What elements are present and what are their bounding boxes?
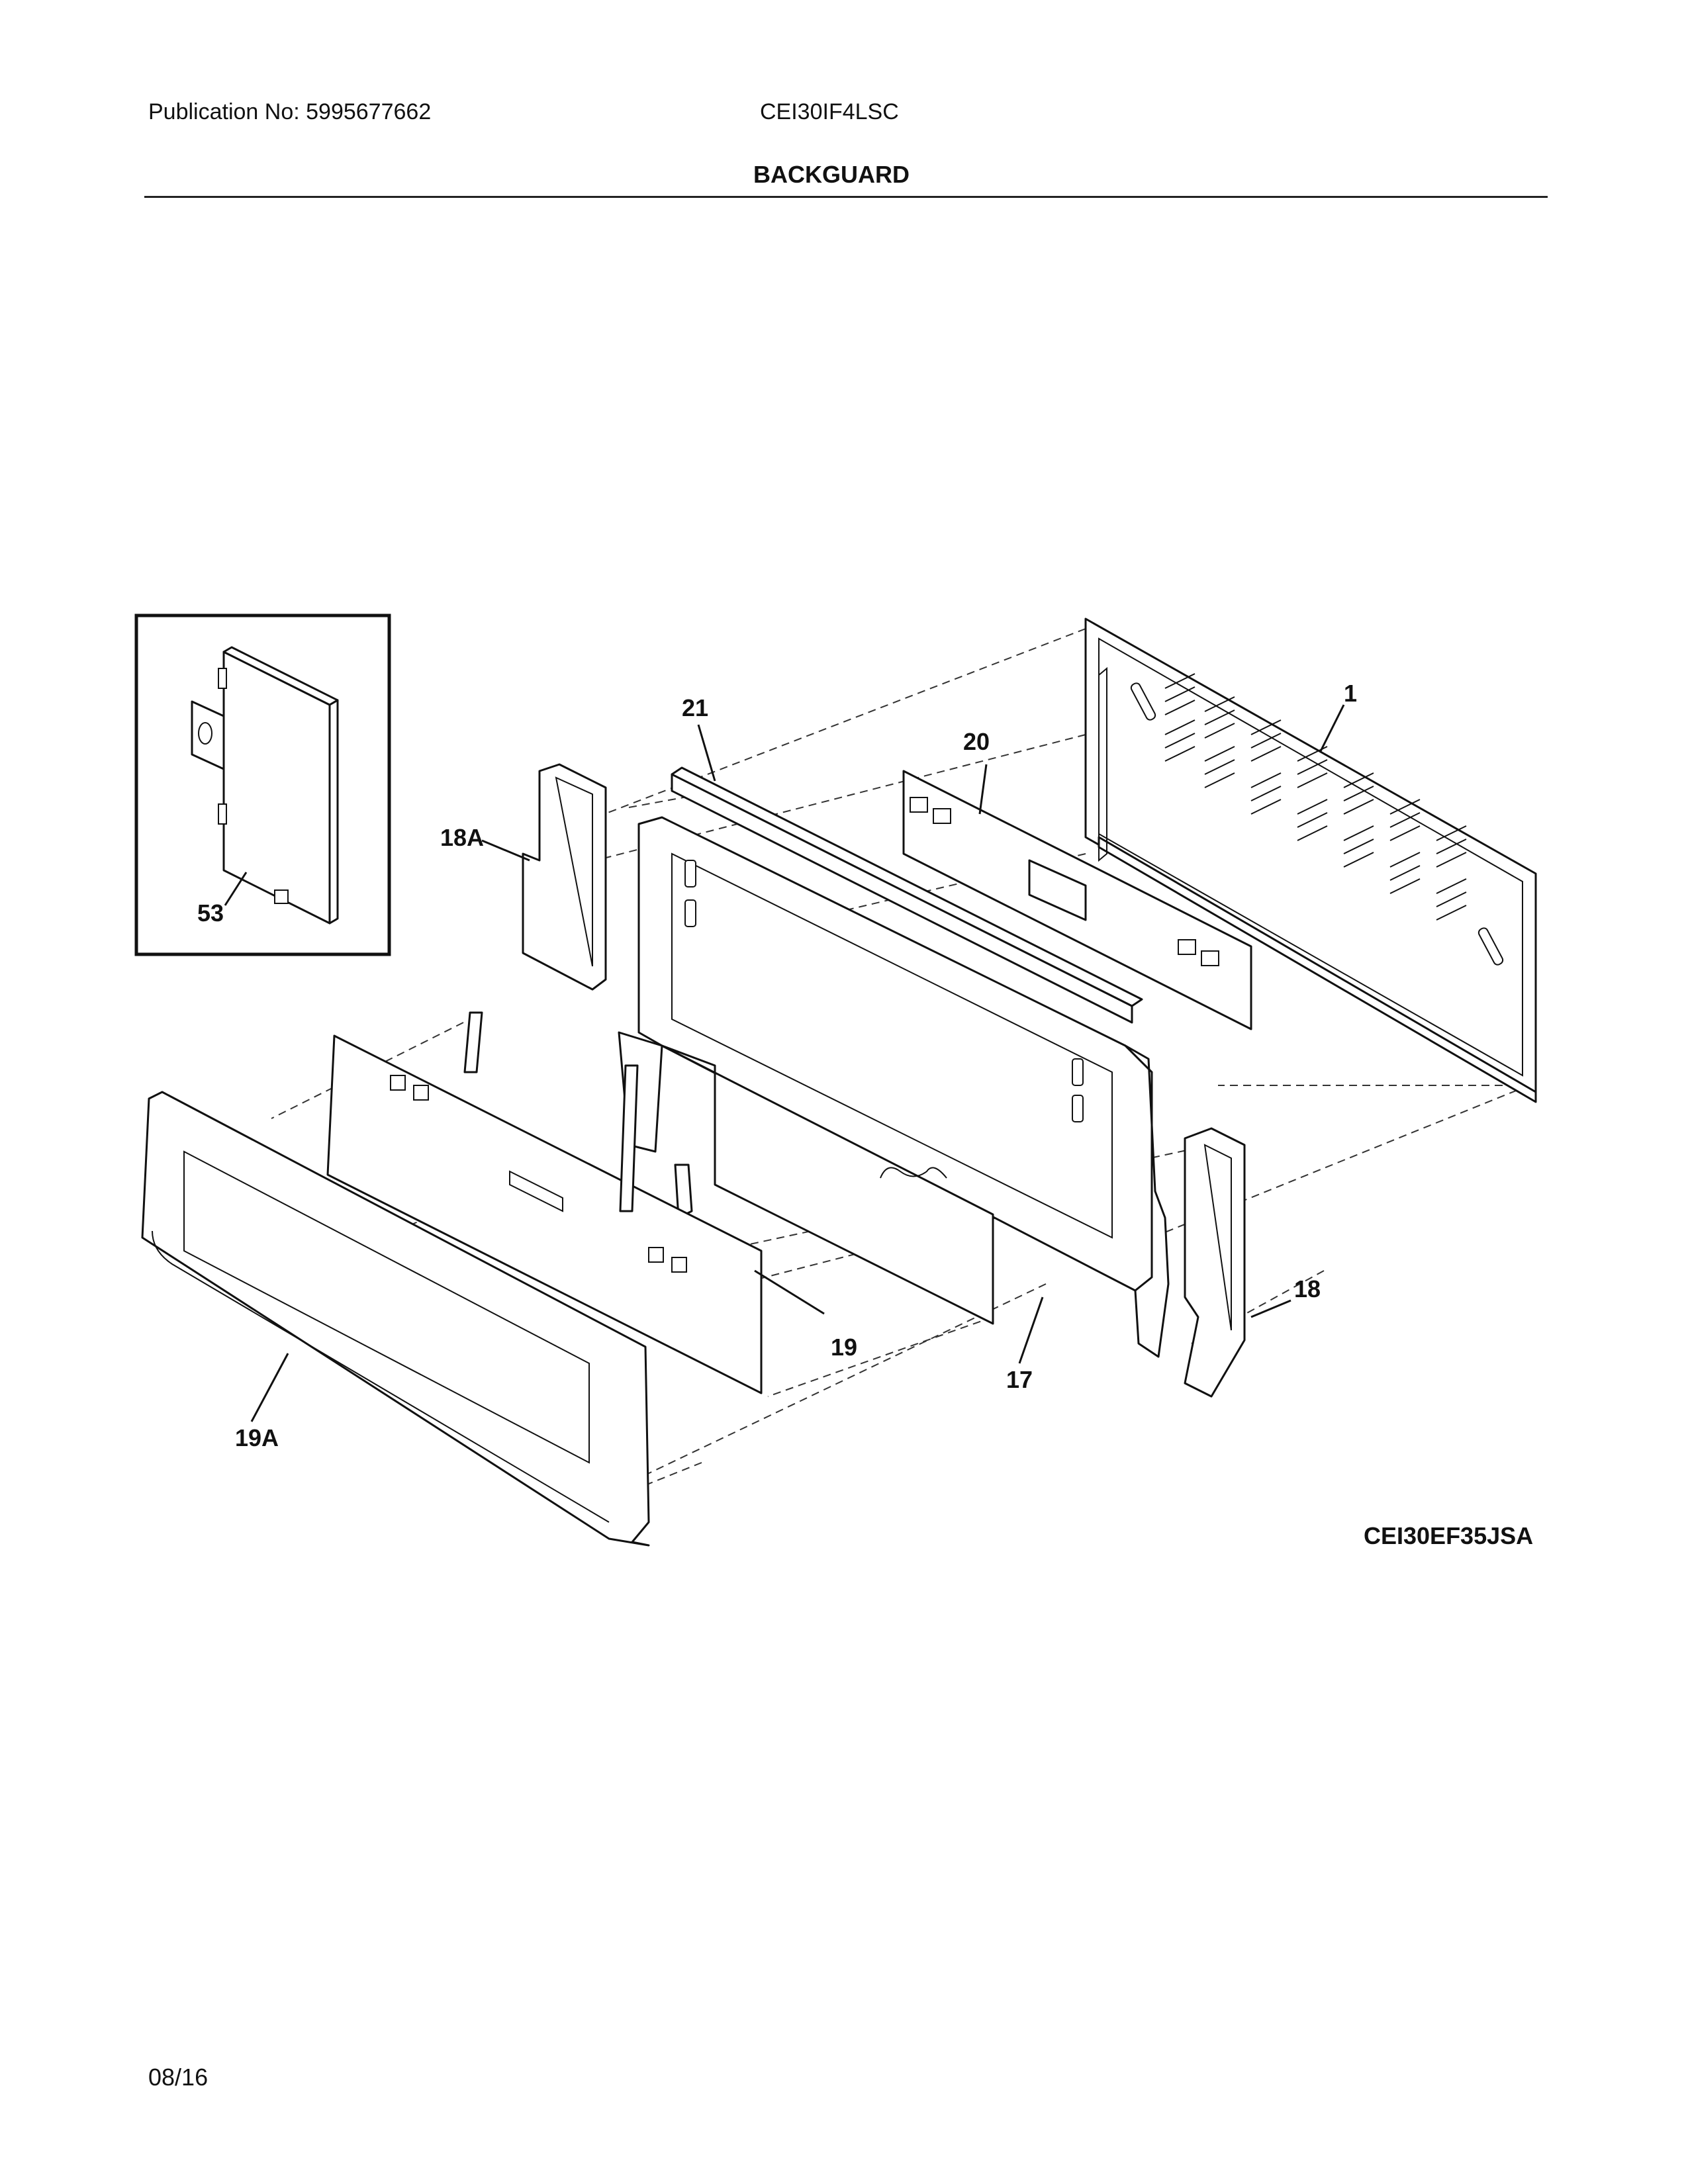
callout-1: 1 [1344, 680, 1357, 707]
callout-21: 21 [682, 694, 708, 721]
callout-18a: 18A [440, 824, 484, 851]
diagram-code: CEI30EF35JSA [1364, 1522, 1534, 1549]
callout-53: 53 [197, 899, 224, 927]
section-title: BACKGUARD [753, 161, 910, 188]
model-number: CEI30IF4LSC [760, 99, 899, 124]
callout-19a: 19A [235, 1424, 279, 1451]
part-21-trim-strip: 21 [671, 694, 1143, 1024]
callout-19: 19 [831, 1334, 857, 1361]
part-18a-left-end-cap: 18A [440, 763, 607, 991]
inset-box: 53 [134, 614, 391, 956]
publication-number: Publication No: 5995677662 [148, 99, 432, 124]
callout-17: 17 [1006, 1366, 1033, 1393]
part-18-right-end-cap: 18 [1184, 1127, 1321, 1398]
part-19-control-panel: 19 [326, 1011, 857, 1394]
part-20-control-board: 20 [902, 728, 1252, 1030]
part-53-bracket [191, 646, 339, 925]
header-rule [144, 196, 1548, 198]
callout-18: 18 [1294, 1275, 1321, 1302]
part-1-rear-panel: 1 [1084, 617, 1537, 1103]
footer-date: 08/16 [148, 2064, 209, 2091]
part-19a-front-trim: 19A [141, 1091, 650, 1547]
part-17-frame: 17 [618, 816, 1170, 1393]
vent-slots [1130, 673, 1504, 966]
callout-20: 20 [963, 728, 990, 755]
